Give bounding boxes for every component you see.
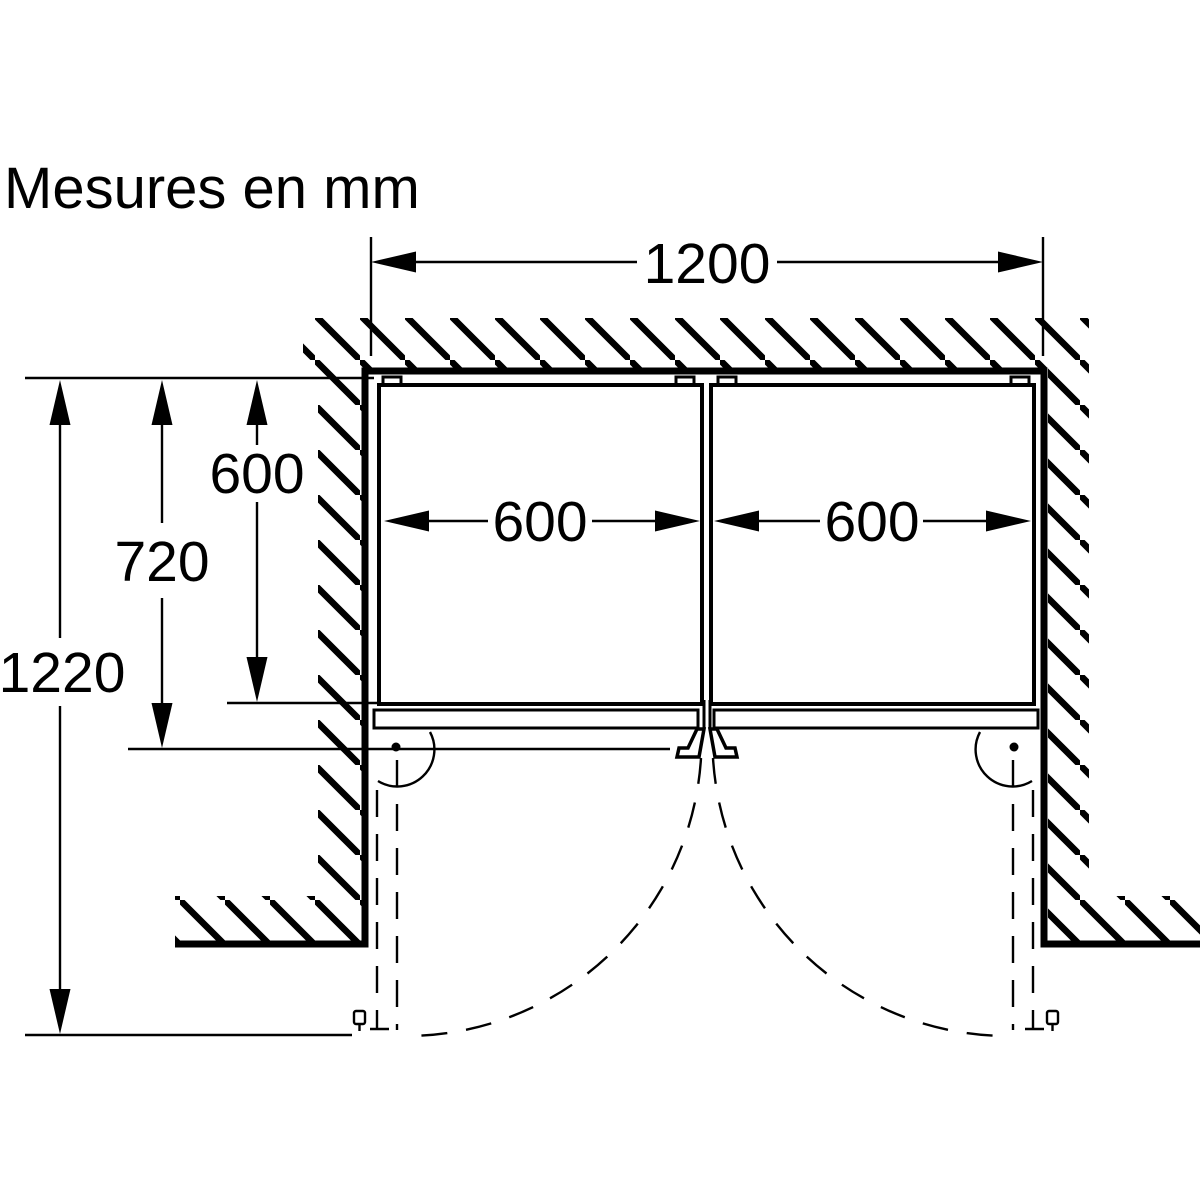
wall-hatch-right-return: [1089, 896, 1200, 941]
left-appliance-body: [377, 383, 704, 706]
right-hinge-pivot: [1009, 742, 1019, 752]
arrowhead: [151, 703, 173, 748]
appliances: [372, 375, 1040, 788]
right-door-open-handle: [1045, 1009, 1060, 1026]
dim-label-right-unit-width: 600: [824, 490, 919, 554]
page-title: Mesures en mm: [4, 156, 420, 221]
arrowhead: [998, 251, 1043, 273]
dim-label-depth-door-open: 1220: [0, 641, 125, 705]
dim-label-left-unit-width: 600: [492, 490, 587, 554]
arrowhead: [246, 657, 268, 702]
arrowhead: [151, 380, 173, 425]
right-hinge-arc: [974, 731, 1033, 788]
right-appliance-body: [709, 383, 1036, 706]
right-door-handle: [707, 727, 740, 759]
dimension-depths: 600 720 1220: [0, 376, 670, 1037]
arrowhead: [49, 989, 71, 1034]
left-hinge-arc: [377, 731, 436, 788]
left-door-swing-arc: [406, 757, 703, 1038]
wall-hatch-right: [1048, 368, 1089, 941]
dim-label-appliance-depth: 600: [209, 442, 304, 506]
dimension-unit-widths: 600 600: [384, 490, 1031, 554]
door-swing: [352, 757, 1060, 1038]
arrowhead: [986, 510, 1031, 532]
arrowhead: [384, 510, 429, 532]
arrowhead: [655, 510, 700, 532]
walls: [175, 318, 1200, 948]
left-door-handle: [674, 727, 707, 759]
arrowhead: [246, 380, 268, 425]
wall-hatch-left: [318, 368, 362, 941]
wall-hatch-top: [303, 318, 1089, 368]
dimension-niche-width: 1200: [369, 232, 1045, 356]
arrowhead: [371, 251, 416, 273]
right-door-closed: [712, 708, 1040, 730]
left-door-closed: [372, 708, 700, 730]
left-door-open-handle: [352, 1009, 367, 1026]
right-door-swing-arc: [711, 757, 1008, 1038]
arrowhead: [49, 380, 71, 425]
dim-label-niche-width: 1200: [644, 232, 771, 296]
dim-label-depth-with-door: 720: [114, 530, 209, 594]
wall-hatch-left-return: [175, 896, 318, 941]
arrowhead: [714, 510, 759, 532]
